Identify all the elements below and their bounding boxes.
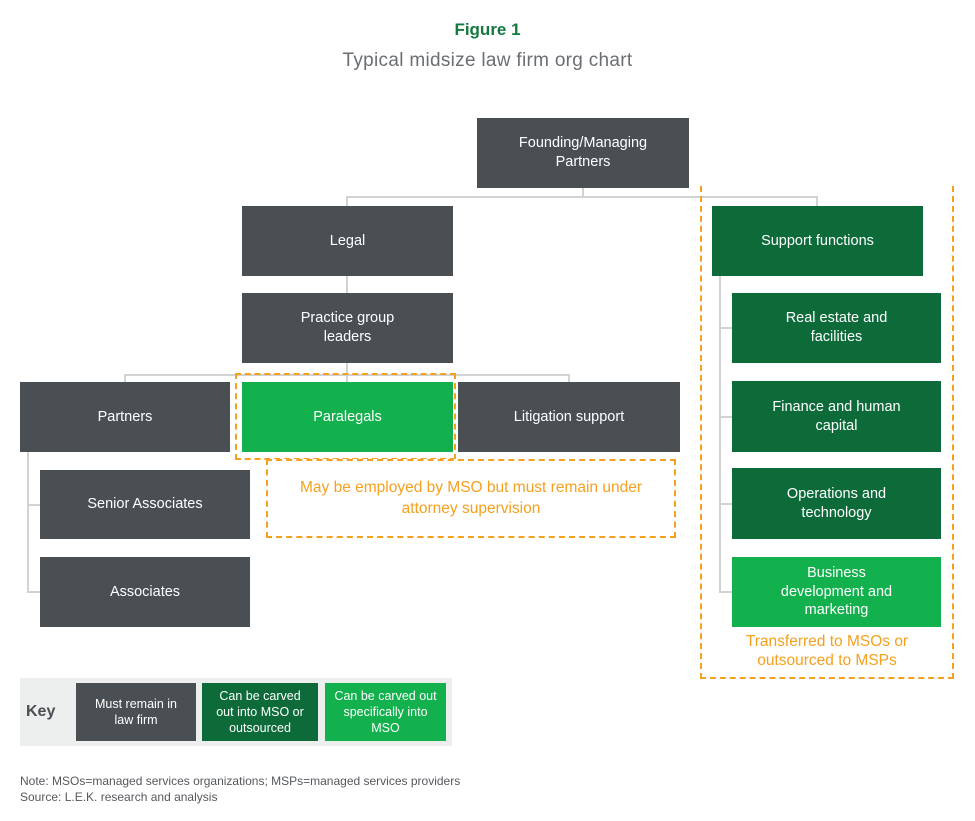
node-founding-managing-partners: Founding/Managing Partners [477, 118, 689, 188]
node-support-functions: Support functions [712, 206, 923, 276]
figure-title: Typical midsize law firm org chart [342, 50, 633, 71]
node-operations-technology: Operations and technology [732, 468, 941, 539]
connector-line [346, 196, 818, 198]
connector-line [124, 375, 126, 382]
paralegals-dashed-outline [235, 373, 456, 460]
connector-line [346, 197, 348, 206]
node-paralegals: Paralegals [242, 382, 453, 452]
connector-line [568, 375, 570, 382]
connector-line [27, 591, 40, 593]
node-legal: Legal [242, 206, 453, 276]
node-litigation-support: Litigation support [458, 382, 680, 452]
connector-line [719, 327, 732, 329]
node-finance-human-capital: Finance and human capital [732, 381, 941, 452]
connector-line [27, 504, 40, 506]
figure-label: Figure 1 [454, 20, 521, 39]
connector-line [719, 591, 732, 593]
connector-line [346, 276, 348, 293]
footer-note: Note: MSOs=managed services organization… [20, 774, 461, 788]
connector-line [719, 503, 732, 505]
connector-line [719, 276, 721, 593]
mso-transfer-dashed-region [700, 186, 954, 679]
connector-line [816, 197, 818, 206]
footer-notes: Note: MSOs=managed services organization… [20, 774, 460, 805]
support-transfer-annotation: Transferred to MSOs or outsourced to MSP… [745, 633, 909, 670]
paralegals-annotation: May be employed by MSO but must remain u… [266, 459, 676, 538]
connector-line [124, 374, 570, 376]
key-item-must-remain: Must remain in law firm [76, 683, 196, 741]
node-associates: Associates [40, 557, 250, 627]
node-senior-associates: Senior Associates [40, 470, 250, 539]
connector-line [346, 363, 348, 382]
key-legend-label: Key [26, 703, 56, 720]
key-item-carved-mso: Can be carved out specifically into MSO [325, 683, 446, 741]
connector-line [719, 416, 732, 418]
connector-line [582, 188, 584, 197]
node-practice-group-leaders: Practice group leaders [242, 293, 453, 363]
connector-line [27, 452, 29, 593]
node-partners: Partners [20, 382, 230, 452]
node-real-estate-facilities: Real estate and facilities [732, 293, 941, 363]
node-business-development-marketing: Business development and marketing [732, 557, 941, 627]
footer-source: Source: L.E.K. research and analysis [20, 789, 218, 804]
key-item-carved-outsourced: Can be carved out into MSO or outsourced [202, 683, 318, 741]
